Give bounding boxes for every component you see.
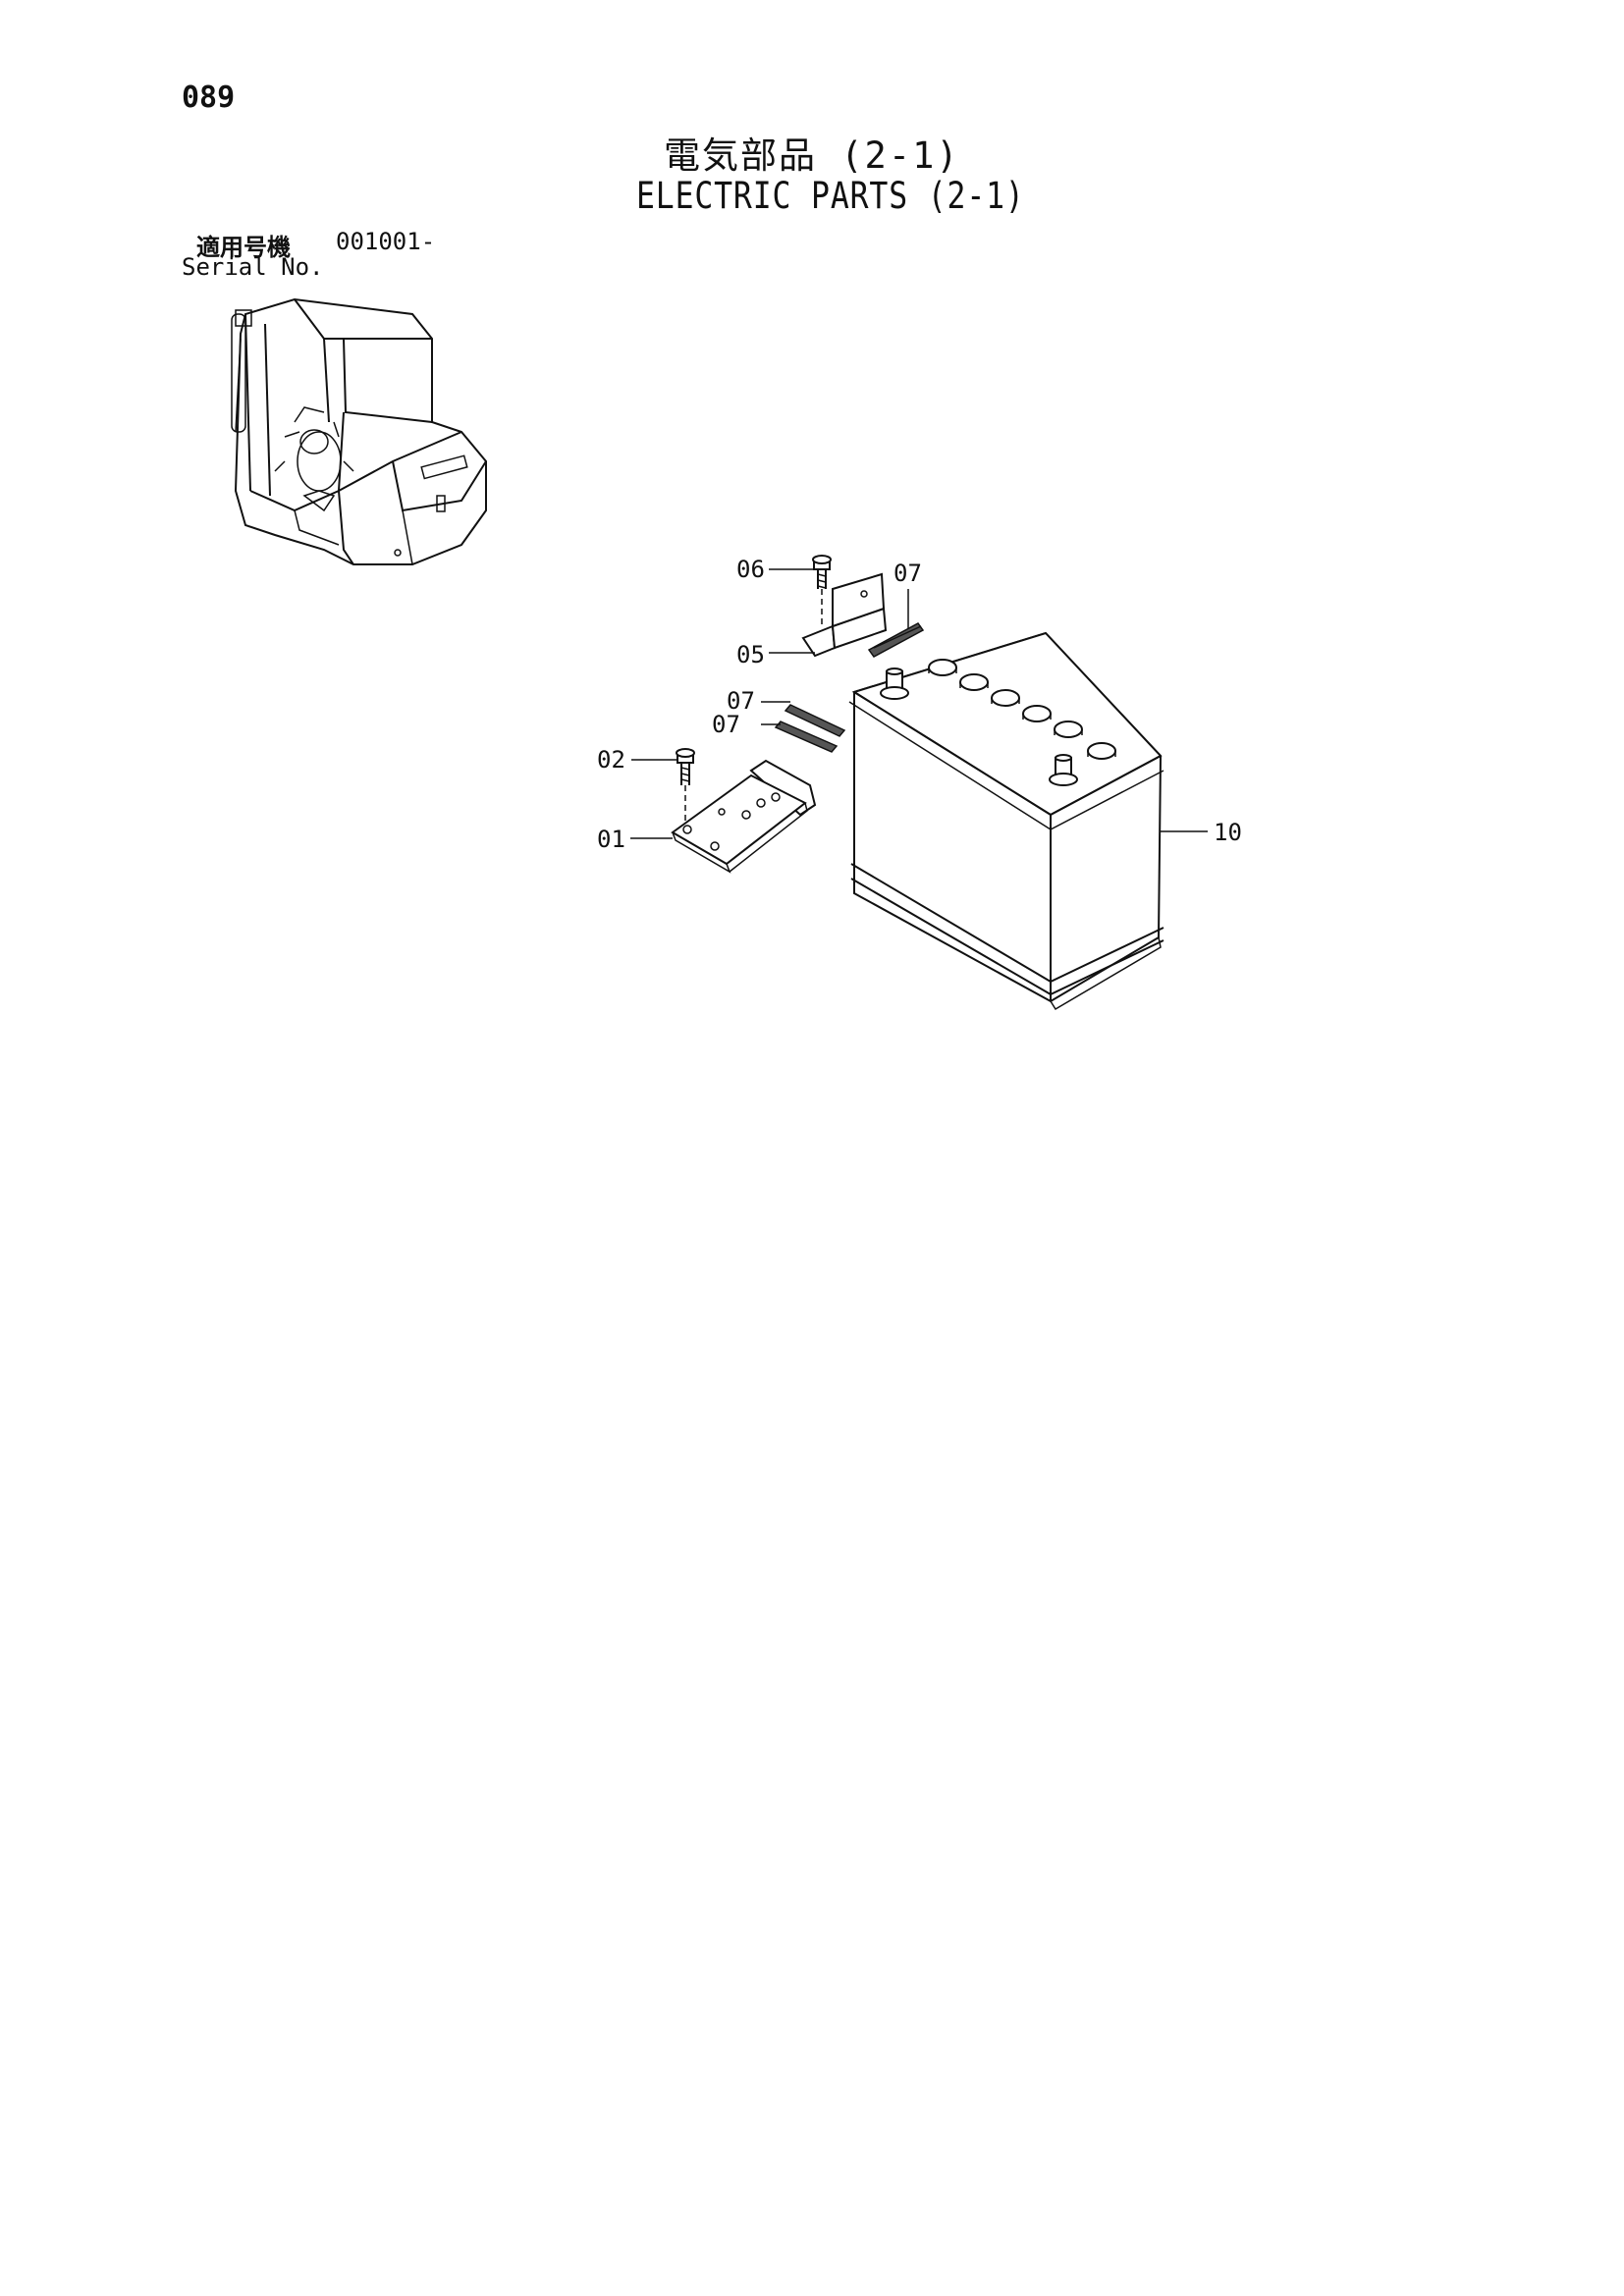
serial-label-japanese: 適用号機 xyxy=(196,234,291,261)
page-number: 089 xyxy=(182,80,236,115)
serial-number-value: 001001- xyxy=(336,228,436,255)
battery-10 xyxy=(848,631,1164,1011)
page-title-english: ELECTRIC PARTS (2-1) xyxy=(636,175,1025,217)
serial-label-english: Serial No. xyxy=(182,253,324,281)
bolt-06 xyxy=(812,555,832,628)
bracket-05 xyxy=(801,572,888,658)
callout-07-lower: 07 xyxy=(712,711,740,738)
callout-10: 10 xyxy=(1214,819,1242,846)
bolt-02 xyxy=(676,748,695,825)
callout-06: 06 xyxy=(736,556,765,583)
callout-02: 02 xyxy=(597,746,625,774)
excavator-cab-thumbnail xyxy=(231,297,487,565)
spacer-07-top xyxy=(867,622,925,658)
callout-05: 05 xyxy=(736,641,765,668)
bracket-plate-01 xyxy=(671,759,817,874)
callout-07-middle: 07 xyxy=(727,687,755,715)
spacers-07-pair xyxy=(774,704,846,753)
callout-leaders xyxy=(630,568,1208,839)
callout-01: 01 xyxy=(597,826,625,853)
callout-07-top: 07 xyxy=(893,560,922,587)
page-title-japanese: 電気部品 (2-1) xyxy=(664,134,960,177)
